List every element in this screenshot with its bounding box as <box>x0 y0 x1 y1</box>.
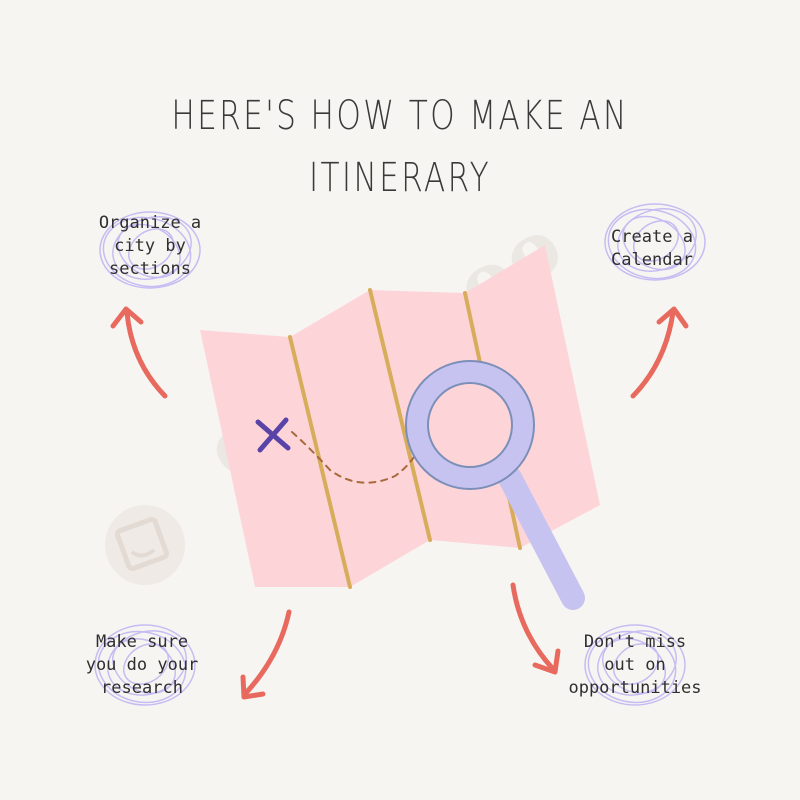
step-dont-miss-opportunities: Don't miss out on opportunities <box>568 632 702 698</box>
x-mark-icon <box>255 417 291 453</box>
arrow-top-left-icon <box>110 306 168 399</box>
map-panel-4 <box>465 245 600 548</box>
map-panel-1 <box>200 330 350 587</box>
step-create-calendar: Create a Calendar <box>611 227 693 270</box>
scribble-bottom-right-icon <box>584 624 686 706</box>
title-line-2: ITINERARY <box>308 155 492 201</box>
arrow-bottom-left-icon <box>240 609 292 700</box>
scribble-top-left-icon <box>99 211 201 289</box>
arrow-bottom-right-icon <box>510 582 561 675</box>
map-panel-2 <box>290 290 430 587</box>
title-line-1: HERE'S HOW TO MAKE AN <box>171 93 629 139</box>
step-do-research: Make sure you do your research <box>85 632 199 698</box>
magnifying-glass-icon <box>405 360 585 610</box>
scribble-bottom-left-icon <box>94 624 196 706</box>
watermark-logo-icon <box>105 505 185 585</box>
scribble-top-right-icon <box>604 203 706 281</box>
map-fold-1 <box>288 335 352 589</box>
map-fold-2 <box>368 288 432 542</box>
step-organize-city: Organize a city by sections <box>98 213 202 279</box>
arrow-top-right-icon <box>630 306 689 399</box>
